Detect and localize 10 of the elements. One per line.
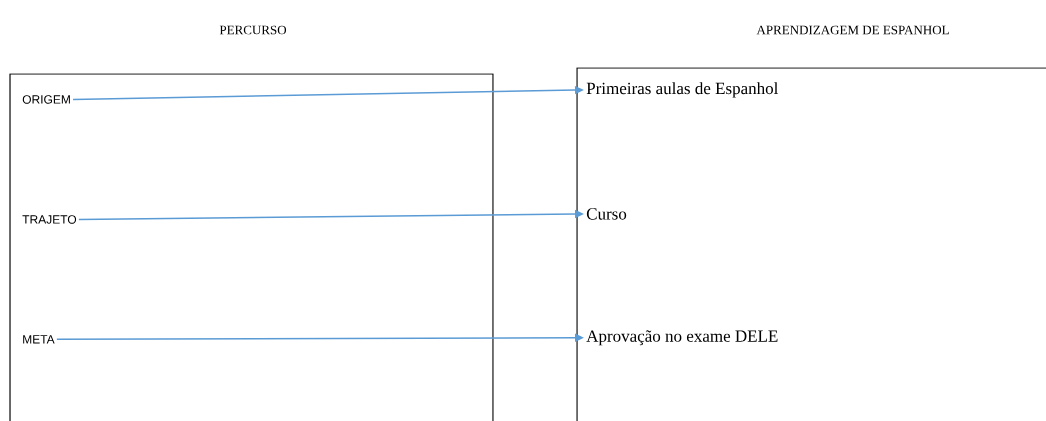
row-label: ORIGEM — [22, 95, 70, 104]
panel-box — [576, 67, 1046, 421]
panel-box — [9, 73, 494, 421]
row-label: TRAJETO — [22, 215, 77, 224]
stage-text: Primeiras aulas de Espanhol — [586, 82, 778, 98]
panel-heading: APRENDIZAGEM DE ESPANHOL — [756, 25, 949, 35]
stage-text: Curso — [586, 208, 627, 220]
stage-text: Aprovação no exame DELE — [586, 330, 778, 346]
panel-heading: PERCURSO — [219, 25, 287, 35]
row-label: META — [23, 335, 55, 344]
